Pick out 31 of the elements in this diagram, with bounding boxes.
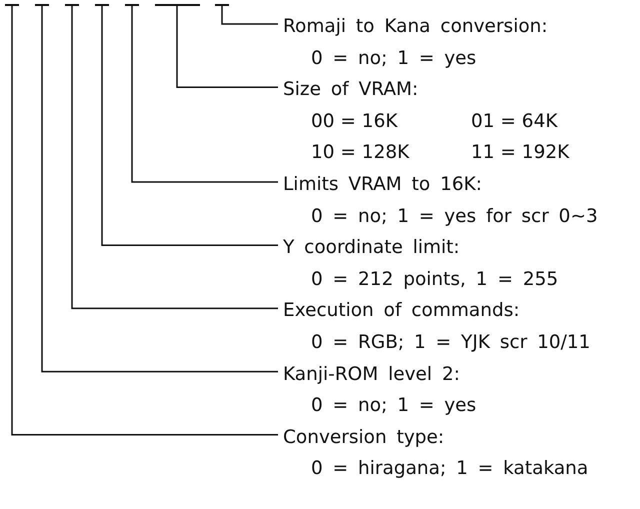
bit-marker bbox=[65, 4, 79, 6]
value-text: 10 = 128K bbox=[311, 141, 410, 166]
bit-marker bbox=[125, 4, 139, 6]
field-heading: Romaji to Kana conversion: bbox=[283, 15, 548, 39]
leader-line bbox=[221, 6, 278, 25]
value-text: 0 = RGB; 1 = YJK scr 10/11 bbox=[310, 330, 590, 355]
leader-line bbox=[41, 6, 278, 372]
leader-line bbox=[11, 6, 278, 436]
value-text: 0 = hiragana; 1 = katakana bbox=[310, 457, 588, 482]
value-text: 0 = 212 points, 1 = 255 bbox=[310, 268, 558, 292]
leader-line bbox=[176, 6, 278, 88]
field-heading: Y coordinate limit: bbox=[283, 236, 461, 260]
value-text: 01 = 64K bbox=[471, 110, 559, 134]
bit-marker bbox=[5, 4, 19, 6]
leader-line bbox=[101, 6, 278, 246]
value-text: 11 = 192K bbox=[471, 141, 570, 166]
field-heading: Limits VRAM to 16K: bbox=[283, 173, 483, 197]
value-text: 0 = no; 1 = yes bbox=[310, 46, 478, 71]
leader-line bbox=[131, 6, 278, 183]
value-text: 0 = no; 1 = yes bbox=[310, 394, 476, 418]
bit-marker bbox=[155, 4, 200, 6]
field-heading: Kanji-ROM level 2: bbox=[283, 362, 461, 387]
bit-marker bbox=[35, 4, 49, 6]
bit-marker bbox=[215, 4, 229, 6]
field-heading: Execution of commands: bbox=[283, 299, 521, 324]
value-text: 0 = no; 1 = yes for scr 0~3 bbox=[310, 204, 598, 229]
field-heading: Size of VRAM: bbox=[283, 78, 420, 102]
field-heading: Conversion type: bbox=[283, 426, 446, 450]
bit-marker bbox=[95, 4, 109, 6]
value-text: 00 = 16K bbox=[311, 110, 399, 134]
leader-line bbox=[71, 6, 278, 310]
